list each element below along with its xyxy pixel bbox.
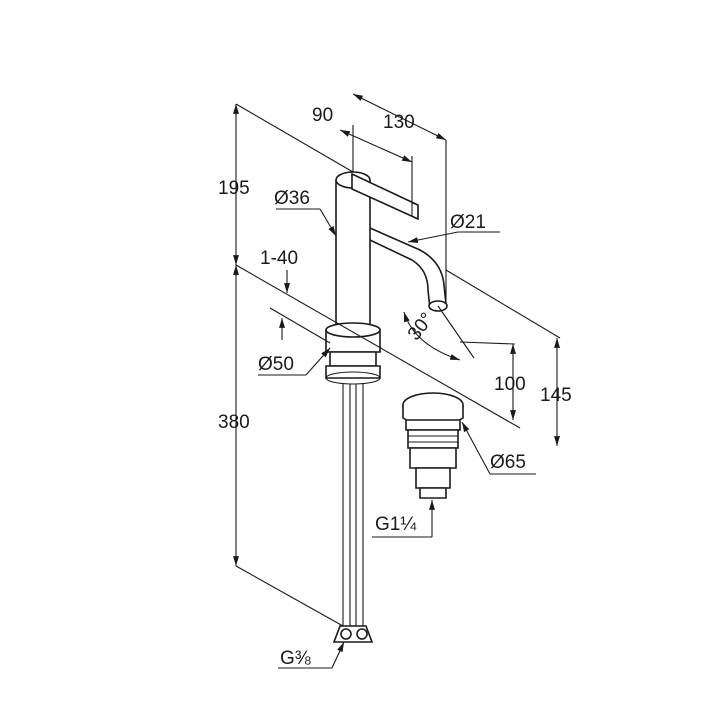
dim-1-40-label: 1-40 <box>260 248 298 269</box>
thread-g3-eighths-label: G⅜ <box>280 648 311 669</box>
dim-diameter-65-label: Ø65 <box>490 452 526 473</box>
dim-145-label: 145 <box>540 385 572 406</box>
dim-130-label: 130 <box>383 112 415 133</box>
dim-195-label: 195 <box>218 178 250 199</box>
dim-diameter-36-label: Ø36 <box>274 188 310 209</box>
dim-100-label: 100 <box>494 374 526 395</box>
dimension-lines <box>233 93 561 669</box>
dim-90-label: 90 <box>312 105 333 126</box>
thread-g1-quarter-label: G1¼ <box>375 514 417 535</box>
dim-diameter-50-label: Ø50 <box>258 354 294 375</box>
dim-diameter-21-label: Ø21 <box>450 212 486 233</box>
drain-valve <box>402 392 464 499</box>
dim-30-degree-label: 30° <box>404 309 438 345</box>
dim-380-label: 380 <box>218 412 250 433</box>
faucet <box>325 171 448 643</box>
